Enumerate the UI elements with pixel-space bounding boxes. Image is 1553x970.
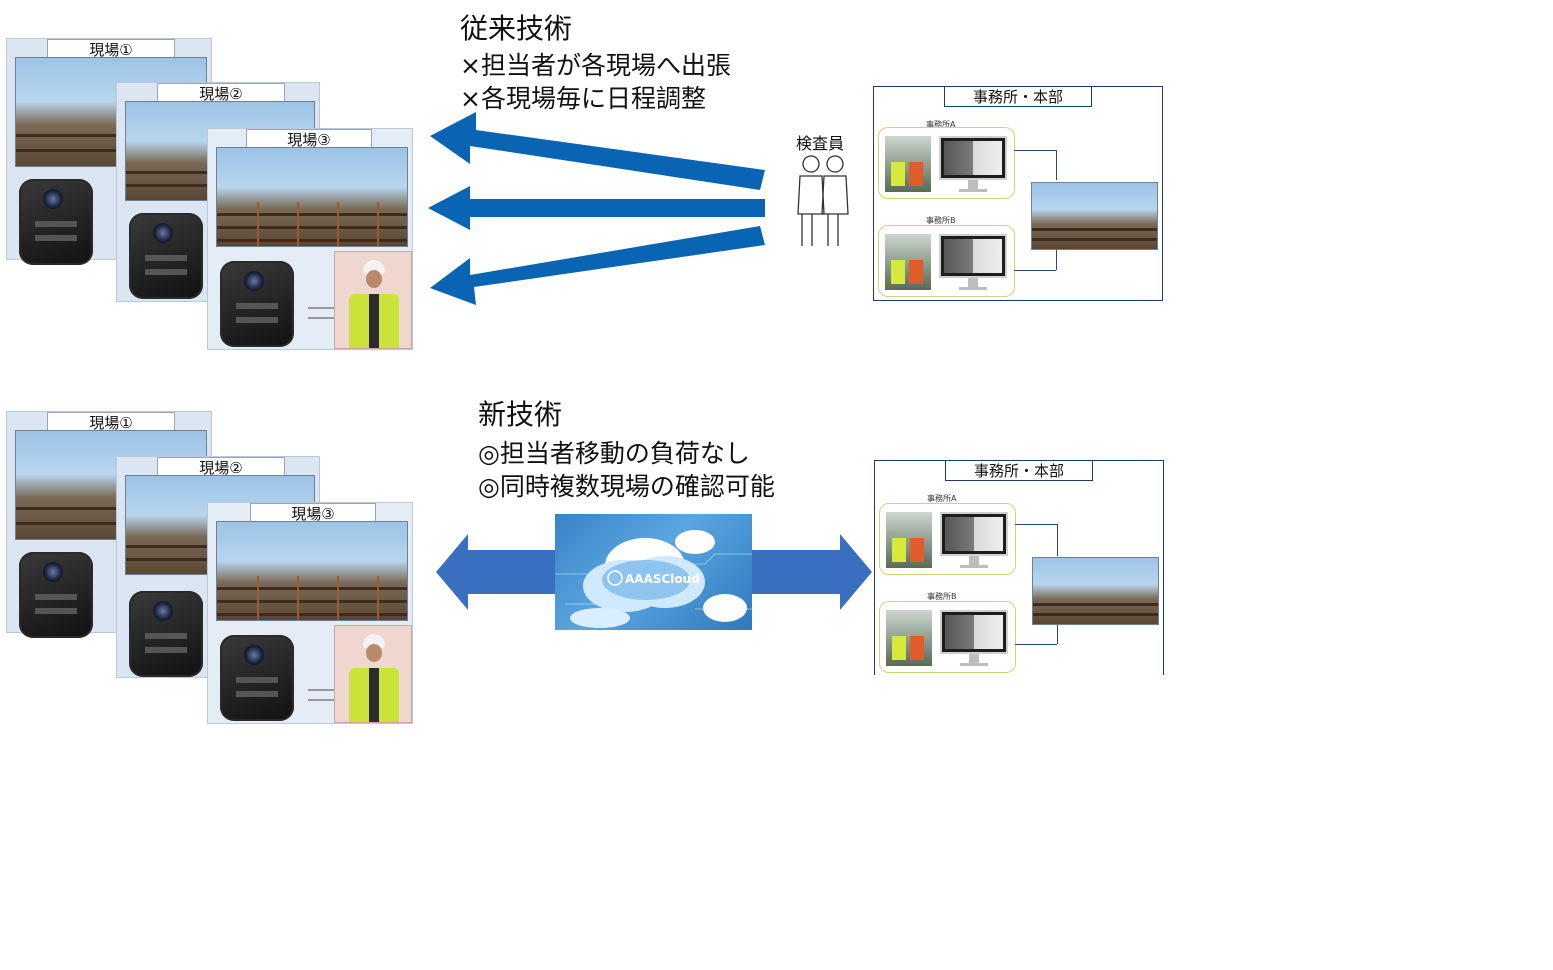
room-label: 事務所A [927, 494, 957, 503]
body-camera-icon [19, 552, 93, 638]
connector-line [1014, 150, 1056, 151]
room-label: 事務所B [926, 216, 956, 225]
office-title: 事務所・本部 [945, 461, 1093, 481]
office-title: 事務所・本部 [944, 87, 1092, 107]
cloud-service-name: AAASCloud [625, 572, 700, 586]
body-camera-icon [129, 213, 203, 299]
inspector-label: 検査員 [796, 134, 845, 153]
text-placeholder [308, 689, 358, 709]
room-a [878, 127, 1015, 199]
conventional-point-1: ×担当者が各現場へ出張 [460, 51, 731, 80]
room-b [878, 225, 1015, 297]
connector-line [1057, 623, 1058, 644]
body-camera-icon [220, 261, 294, 347]
connector-line [1056, 247, 1057, 270]
conventional-point-2: ×各現場毎に日程調整 [460, 84, 706, 113]
arrow-upper [430, 112, 765, 190]
construction-photo [216, 521, 408, 621]
site-card-3: 現場③ [207, 128, 413, 350]
cloud-icon [555, 530, 752, 628]
body-camera-icon [129, 591, 203, 677]
body-camera-icon [220, 635, 294, 721]
site-card-3: 現場③ [207, 502, 413, 724]
site-label: 現場① [47, 39, 175, 59]
conventional-heading: 従来技術 [460, 12, 573, 45]
worker-photo [334, 625, 412, 723]
new-tech-point-2: ◎同時複数現場の確認可能 [478, 472, 775, 501]
room-label: 事務所B [927, 592, 957, 601]
office-hq-panel: 事務所・本部 事務所A 事務所B [874, 460, 1164, 675]
site-label: 現場① [47, 412, 175, 432]
construction-photo [216, 147, 408, 247]
text-placeholder [308, 307, 358, 327]
cloud-service-panel: AAASCloud [555, 514, 752, 630]
connector-line [1015, 524, 1057, 525]
room-a [879, 503, 1016, 575]
office-hq-panel: 事務所・本部 事務所A 事務所B [873, 86, 1163, 301]
room-label: 事務所A [926, 120, 956, 129]
connector-line [1057, 524, 1058, 556]
arrow-lower [430, 226, 765, 305]
site-feed-photo [1031, 182, 1158, 250]
arrow-middle [428, 186, 765, 230]
room-b [879, 601, 1016, 673]
site-feed-photo [1032, 557, 1159, 625]
connector-line [1056, 150, 1057, 180]
connector-line [1014, 270, 1056, 271]
new-tech-heading: 新技術 [478, 398, 563, 431]
body-camera-icon [19, 179, 93, 265]
new-tech-point-1: ◎担当者移動の負荷なし [478, 439, 750, 468]
site-label: 現場② [157, 457, 285, 477]
worker-photo [334, 251, 412, 349]
connector-line [1015, 644, 1057, 645]
inspector-icon [797, 155, 849, 246]
